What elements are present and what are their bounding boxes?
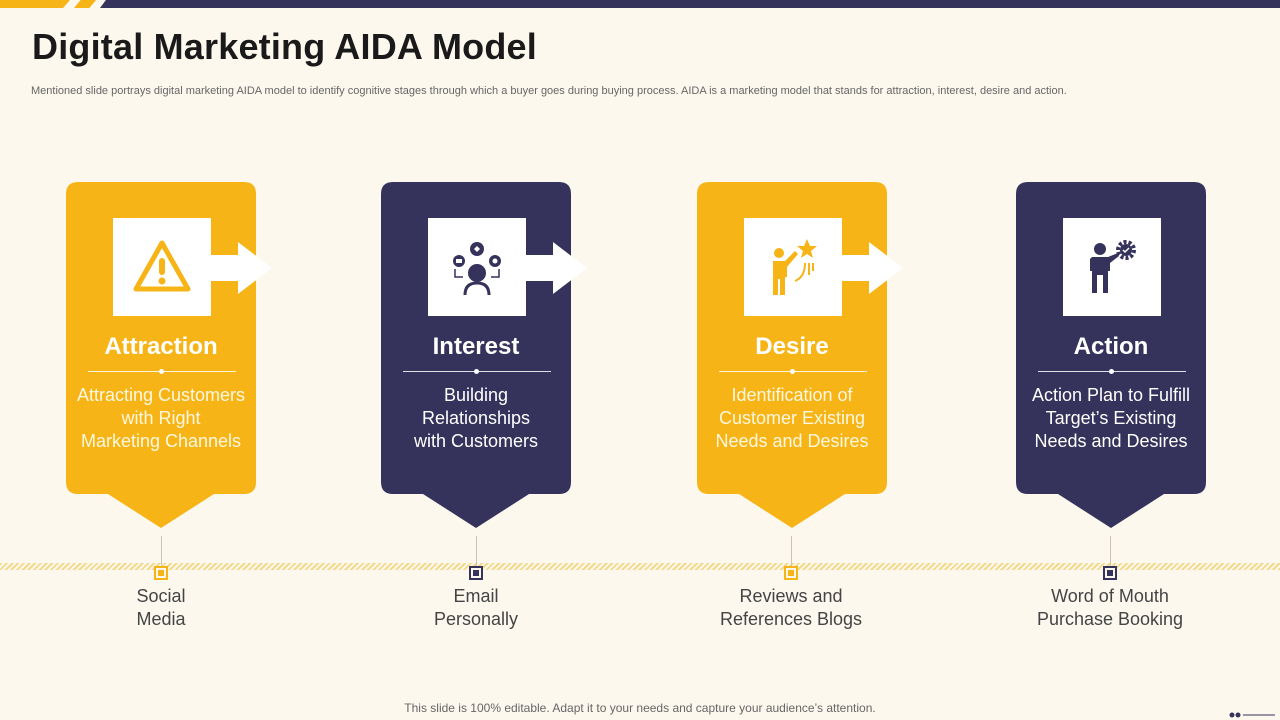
- stage-description: Attracting Customers with Right Marketin…: [66, 384, 256, 453]
- description-line: Identification of: [731, 385, 853, 405]
- stage-title: Action: [1073, 333, 1149, 360]
- card-icon-box: [744, 218, 842, 316]
- stage-description: Identification of Customer Existing Need…: [697, 384, 887, 453]
- divider-dot: [1109, 369, 1114, 374]
- timeline-marker: [1103, 566, 1117, 580]
- person-reaching-star-icon: [773, 239, 817, 295]
- channel-label-attraction: Social Media: [51, 585, 271, 631]
- divider-dot: [159, 369, 164, 374]
- divider-dot: [474, 369, 479, 374]
- divider-dot: [790, 369, 795, 374]
- channel-label-interest: Email Personally: [366, 585, 586, 631]
- description-line: Needs and Desires: [1034, 431, 1188, 451]
- top-accent-navy: [100, 0, 1280, 8]
- connector-line: [1110, 536, 1111, 566]
- timeline-marker: [469, 566, 483, 580]
- slide-title: Digital Marketing AIDA Model: [32, 26, 537, 67]
- timeline-marker: [154, 566, 168, 580]
- stage-title: Interest: [432, 333, 520, 360]
- card-icon-box: [428, 218, 526, 316]
- channel-label-action: Word of Mouth Purchase Booking: [1000, 585, 1220, 631]
- slide-footer: This slide is 100% editable. Adapt it to…: [404, 701, 876, 715]
- channel-line: Word of Mouth: [1051, 586, 1169, 606]
- top-accent-yellow-small: [74, 0, 96, 8]
- stage-card-desire: Desire Identification of Customer Existi…: [697, 182, 903, 530]
- stage-description: Action Plan to Fulfill Target’s Existing…: [1016, 384, 1206, 453]
- channel-label-desire: Reviews and References Blogs: [681, 585, 901, 631]
- connector-line: [161, 536, 162, 566]
- person-ideas-icon: [453, 242, 501, 296]
- stage-title: Attraction: [104, 333, 218, 360]
- arrow-right-icon: [837, 242, 903, 294]
- description-line: Target’s Existing: [1045, 408, 1177, 428]
- arrow-right-icon: [206, 242, 272, 294]
- card-icon-box: [113, 218, 211, 316]
- description-line: with Right: [121, 408, 201, 428]
- connector-line: [476, 536, 477, 566]
- stage-card-interest: Interest Building Relationships with Cus…: [381, 182, 587, 530]
- stage-card-attraction: Attraction Attracting Customers with Rig…: [66, 182, 272, 530]
- arrow-right-icon: [521, 242, 587, 294]
- channel-line: Purchase Booking: [1036, 609, 1184, 629]
- person-gear-icon: [1090, 240, 1136, 293]
- channel-line: References Blogs: [719, 609, 863, 629]
- channel-line: Personally: [433, 609, 519, 629]
- description-line: Action Plan to Fulfill: [1031, 385, 1191, 405]
- timeline-marker: [784, 566, 798, 580]
- warning-triangle-icon: [133, 240, 191, 292]
- connector-line: [791, 536, 792, 566]
- stage-card-action: Action Action Plan to Fulfill Target’s E…: [1016, 182, 1206, 530]
- top-accent-yellow: [0, 0, 70, 8]
- stage-title: Desire: [755, 333, 829, 360]
- description-line: Marketing Channels: [80, 431, 242, 451]
- timeline-band: [0, 563, 1280, 570]
- channel-line: Email: [453, 586, 499, 606]
- pagination-dots: [1229, 712, 1275, 718]
- card-icon-box: [1063, 218, 1161, 316]
- description-line: Building: [443, 385, 509, 405]
- description-line: Attracting Customers: [76, 385, 246, 405]
- description-line: Relationships: [421, 408, 531, 428]
- channel-line: Social: [136, 586, 186, 606]
- channel-line: Media: [136, 609, 186, 629]
- stage-description: Building Relationships with Customers: [381, 384, 571, 453]
- description-line: with Customers: [413, 431, 539, 451]
- description-line: Needs and Desires: [715, 431, 869, 451]
- description-line: Customer Existing: [718, 408, 866, 428]
- slide-subtitle: Mentioned slide portrays digital marketi…: [31, 85, 1067, 97]
- channel-line: Reviews and: [739, 586, 843, 606]
